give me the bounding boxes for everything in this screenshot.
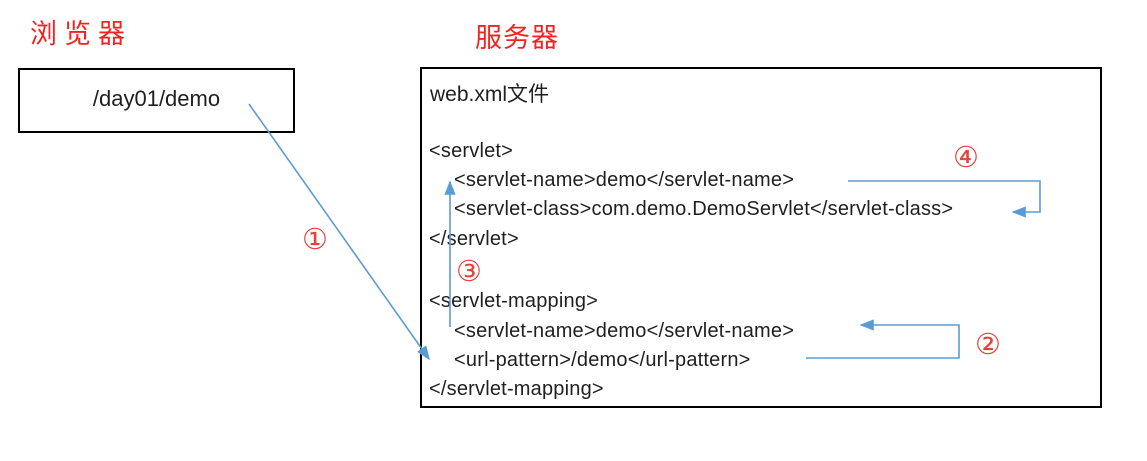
code-line-mapping-close: </servlet-mapping> xyxy=(429,378,604,400)
step-2-label: ② xyxy=(975,327,1001,361)
request-arrow xyxy=(248,103,430,361)
browser-box: /day01/demo xyxy=(18,68,295,133)
code-line-servlet-open: <servlet> xyxy=(429,140,514,162)
code-line-servlet-class: <servlet-class>com.demo.DemoServlet</ser… xyxy=(454,198,954,220)
webxml-file-title: web.xml文件 xyxy=(430,83,550,106)
code-line-mapping-open: <servlet-mapping> xyxy=(429,290,599,312)
code-line-url-pattern: <url-pattern>/demo</url-pattern> xyxy=(454,349,751,371)
browser-heading: 浏览器 xyxy=(30,19,132,50)
server-box: web.xml文件 <servlet> <servlet-name>demo</… xyxy=(420,67,1102,408)
code-line-servlet-name: <servlet-name>demo</servlet-name> xyxy=(454,169,795,191)
server-heading: 服务器 xyxy=(475,23,559,54)
code-line-mapping-servlet-name: <servlet-name>demo</servlet-name> xyxy=(454,320,795,342)
step-4-label: ④ xyxy=(953,140,979,174)
step-3-label: ③ xyxy=(456,254,482,288)
step-1-label: ① xyxy=(302,222,328,256)
code-line-servlet-close: </servlet> xyxy=(429,228,519,250)
request-url-text: /day01/demo xyxy=(92,85,221,111)
